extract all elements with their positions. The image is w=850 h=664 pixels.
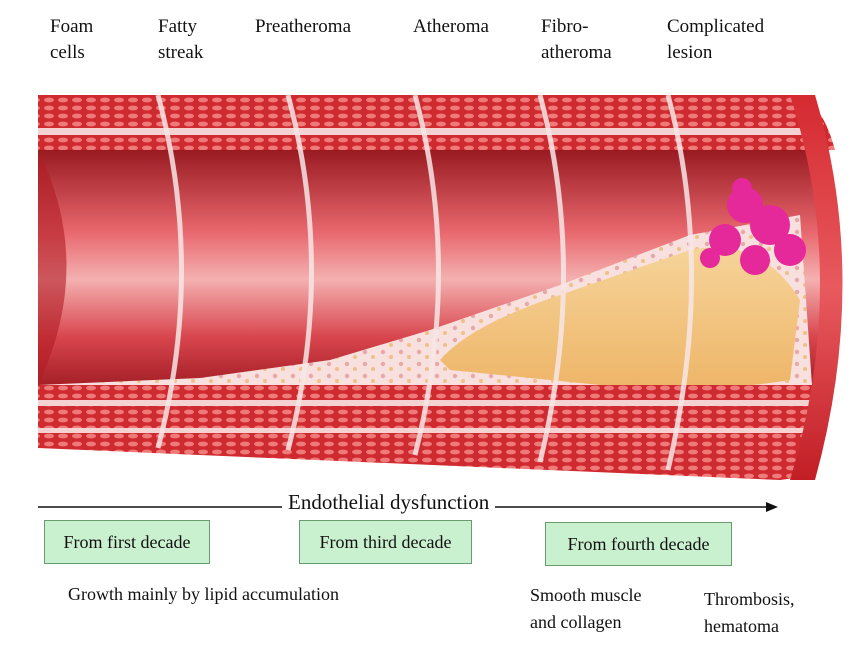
note-lipid-accumulation: Growth mainly by lipid accumulation: [68, 584, 339, 604]
note-line: Smooth muscle: [530, 585, 642, 605]
note-smooth-muscle: Smooth muscle and collagen: [530, 582, 642, 636]
top-vessel-wall: [38, 95, 835, 150]
stage-label-fatty-streak: Fatty streak: [158, 14, 203, 66]
section-dividers: [155, 94, 694, 471]
timeline-label: Endothelial dysfunction: [282, 490, 496, 515]
stage-label-line: Preatheroma: [255, 16, 352, 37]
thrombus-cluster: [700, 178, 806, 275]
stage-label-atheroma: Atheroma: [413, 14, 489, 40]
timeline-arrowhead: [766, 502, 778, 512]
stage-label-line: Complicated: [667, 16, 765, 37]
top-wall-stripe: [38, 128, 818, 135]
stage-label-line: cells: [50, 42, 85, 63]
stage-label-preatheroma: Preatheroma: [255, 14, 351, 40]
decade-box-fourth: From fourth decade: [545, 522, 732, 566]
note-line: hematoma: [704, 616, 779, 636]
stage-label-line: Fatty: [158, 16, 198, 37]
note-line: Thrombosis,: [704, 589, 795, 609]
note-thrombosis: Thrombosis, hematoma: [704, 586, 795, 640]
vessel-end-cap: [790, 95, 843, 480]
note-line: and collagen: [530, 612, 622, 632]
stage-label-line: Foam: [50, 16, 94, 37]
bottom-wall-stripe: [38, 428, 815, 433]
decade-box-first: From first decade: [44, 520, 210, 564]
stage-label-foam-cells: Foam cells: [50, 14, 93, 66]
vessel-opening: [38, 150, 67, 385]
stage-label-line: lesion: [667, 42, 713, 63]
decade-box-third: From third decade: [299, 520, 472, 564]
stage-label-line: streak: [158, 42, 204, 63]
stage-label-fibroatheroma: Fibro- atheroma: [541, 14, 612, 66]
stage-label-line: atheroma: [541, 42, 612, 63]
stage-label-line: Fibro-: [541, 16, 589, 37]
stage-label-line: Atheroma: [413, 16, 489, 37]
stage-label-complicated-lesion: Complicated lesion: [667, 14, 764, 66]
lipid-core: [440, 247, 800, 389]
